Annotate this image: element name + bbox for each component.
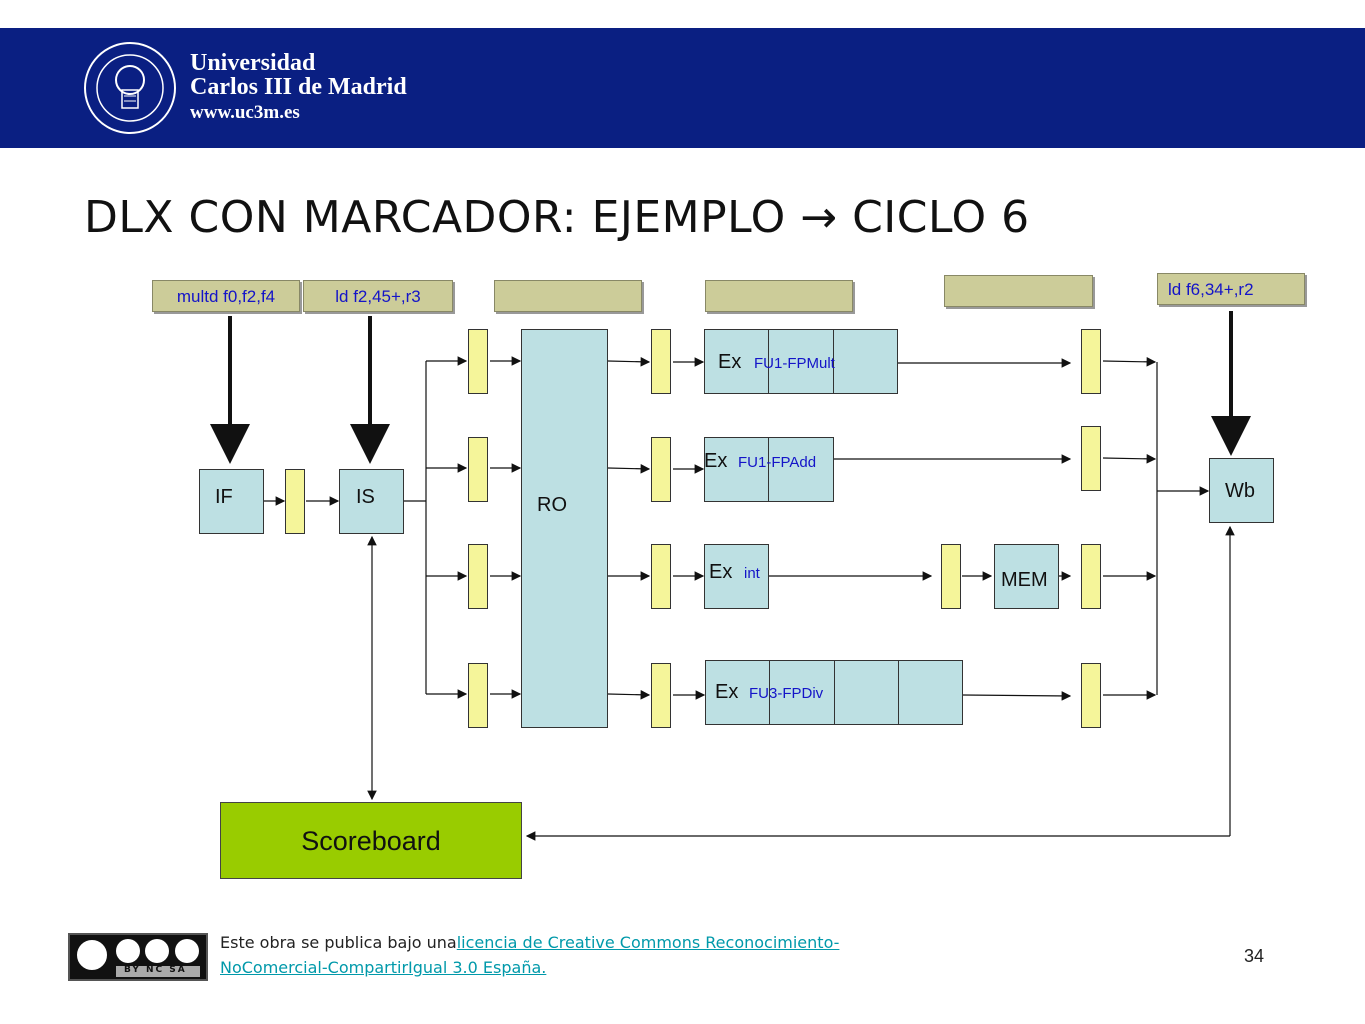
ex-fpmult-seg2 [768,329,834,394]
ex-int-label: int [744,565,760,582]
ex-fpdiv-seg2 [769,660,835,725]
latch-int-mem [941,544,961,609]
instruction-if: multd f0,f2,f4 [152,280,300,312]
ex-fpdiv-seg4 [898,660,963,725]
ex-fpmult-seg1 [704,329,769,394]
latch-ro-in-3 [468,544,488,609]
university-name-line2: Carlos III de Madrid [190,74,407,100]
latch-ro-in-1 [468,329,488,394]
ro-label: RO [537,494,567,516]
ex-fpdiv-seg3 [834,660,899,725]
latch-ro-out-2 [651,437,671,502]
scoreboard: Scoreboard [220,802,522,879]
instruction-ex-empty [705,280,853,312]
ex-fpmult-seg3 [833,329,898,394]
ex-int-stage [704,544,769,609]
license-link-line2[interactable]: NoComercial-CompartirIgual 3.0 España. [220,958,547,977]
ex-fpadd-prefix: Ex [704,450,728,472]
is-stage: IS [339,469,404,534]
ex-fpmult-label: FU1-FPMult [754,355,835,372]
if-stage: IF [199,469,264,534]
latch-ro-out-1 [651,329,671,394]
license-intro: Este obra se publica bajo una [220,933,457,952]
instruction-wb: ld f6,34+,r2 [1157,273,1305,305]
latch-wb-in-3 [1081,544,1101,609]
instruction-ro-empty [494,280,642,312]
ex-fpadd-seg2 [768,437,834,502]
latch-ro-in-4 [468,663,488,728]
ex-fpadd-label: FU1-FPAdd [738,454,817,471]
instruction-is: ld f2,45+,r3 [303,280,453,312]
latch-wb-in-4 [1081,663,1101,728]
mem-label: MEM [1001,569,1048,591]
ex-int-prefix: Ex [709,561,733,583]
latch-wb-in-1 [1081,329,1101,394]
ex-fpdiv-prefix: Ex [715,681,739,703]
wb-label: Wb [1225,480,1255,502]
ro-stage: RO [521,329,608,728]
university-seal-icon [84,42,176,134]
university-website: www.uc3m.es [190,102,300,123]
latch-ro-in-2 [468,437,488,502]
license-notice: Este obra se publica bajo unalicencia de… [220,930,839,980]
page-number: 34 [1244,946,1265,966]
license-link-line1[interactable]: licencia de Creative Commons Reconocimie… [456,933,840,952]
mem-stage: MEM [994,544,1059,609]
ex-fpmult-prefix: Ex [718,351,742,373]
cc-badge-label: BY NC SA [124,965,187,975]
latch-wb-in-2 [1081,426,1101,491]
cc-by-nc-sa-icon [75,938,200,977]
is-label: IS [356,486,375,508]
instruction-mem-empty [944,275,1093,307]
ex-fpdiv-label: FU3-FPDiv [749,685,824,702]
slide-title: DLX CON MARCADOR: EJEMPLO → CICLO 6 [84,192,1030,243]
header-banner: Universidad Carlos III de Madrid www.uc3… [0,28,1365,148]
cc-license-badge: BY NC SA [68,933,208,981]
latch-ro-out-3 [651,544,671,609]
if-label: IF [215,486,233,508]
latch-if-is [285,469,305,534]
university-name-line1: Universidad [190,50,316,76]
latch-ro-out-4 [651,663,671,728]
wb-stage: Wb [1209,458,1274,523]
